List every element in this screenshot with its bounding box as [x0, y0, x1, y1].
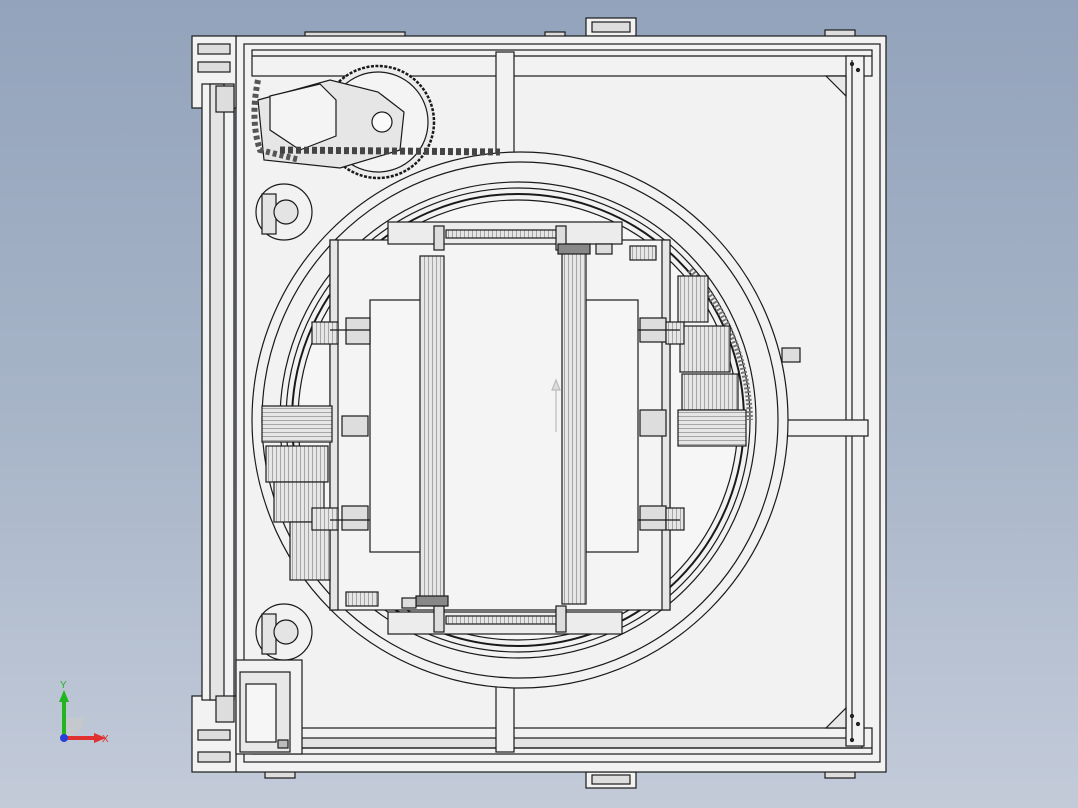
left-roller — [419, 255, 445, 605]
left-pressure-plate — [369, 299, 423, 553]
right-actuator — [677, 275, 709, 323]
right-pressure-plate — [585, 299, 639, 553]
z-axis — [60, 734, 68, 742]
axis-triad: Y X — [59, 680, 109, 745]
left-actuator — [261, 405, 333, 443]
y-axis-label: Y — [60, 680, 67, 691]
drive-chain — [279, 146, 501, 156]
right-post — [845, 55, 865, 747]
x-axis-label: X — [102, 734, 109, 745]
y-axis-arrow — [59, 690, 69, 702]
right-roller — [561, 251, 587, 605]
x-axis-arrow — [94, 733, 106, 743]
top-beam — [251, 49, 873, 77]
